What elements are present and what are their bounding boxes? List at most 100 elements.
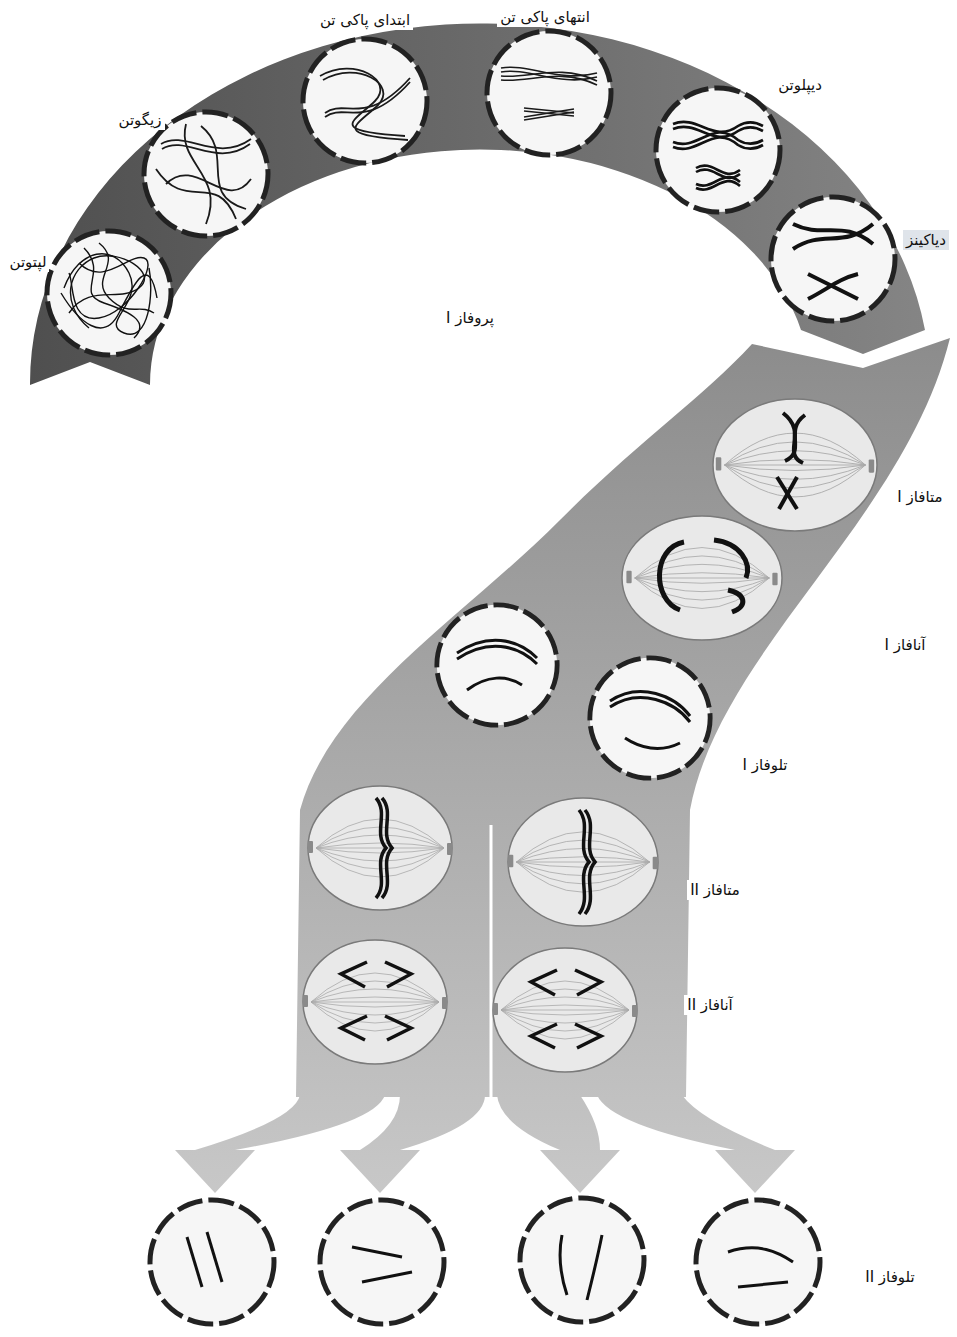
metaphase-one-cell: [779, 477, 797, 509]
stage-label: زیگوتن: [115, 110, 164, 131]
leptotene-cell: [47, 231, 171, 355]
metaphase-one-cell: [713, 399, 877, 531]
metaphase-one-cell: [777, 413, 805, 509]
stage-label: متافاز II: [687, 880, 743, 901]
stage-label: آنافاز I: [881, 635, 928, 656]
zygotene-cell: [201, 126, 246, 209]
zygotene-cell: [161, 139, 251, 148]
telophase-two-cell: [560, 1235, 602, 1300]
diakinesis-cell: [771, 197, 895, 321]
diakinesis-cell: [771, 197, 895, 321]
anaphase-two-cell: [575, 970, 601, 995]
anaphase-one-cell: [728, 590, 743, 612]
telophase-two-cell: [150, 1200, 274, 1324]
leptotene-cell: [61, 243, 157, 338]
late-pachytene-cell: [501, 76, 597, 85]
diplotene-cell: [656, 88, 780, 212]
late-pachytene-cell: [501, 67, 597, 120]
early-pachytene-cell: [303, 39, 427, 163]
telophase-one-cell: [610, 692, 690, 749]
stage-label: پروفاز I: [443, 308, 497, 329]
telophase-two-cell: [587, 1235, 602, 1300]
stage-label: ابتدای پاکی تن: [317, 10, 413, 31]
band-arrows: [597, 1095, 795, 1193]
band-arrows: [175, 1095, 385, 1193]
anaphase-two-cell: [341, 962, 411, 1040]
early-pachytene-cell: [320, 69, 410, 140]
early-pachytene-cell: [323, 73, 408, 140]
band-split: [490, 825, 493, 1100]
late-pachytene-cell: [524, 112, 574, 120]
telophase-one-cell: [457, 646, 537, 664]
metaphase-two-cell: [508, 798, 658, 926]
anaphase-two-cell: [575, 1024, 601, 1048]
early-pachytene-cell: [303, 39, 427, 163]
diakinesis-cell: [793, 224, 873, 249]
stage-label: تلوفاز II: [862, 1267, 918, 1288]
telophase-two-cell: [352, 1247, 412, 1282]
metaphase-two-cell: [585, 810, 595, 914]
telophase-two-cell: [560, 1235, 567, 1295]
telophase-two-cell: [520, 1198, 644, 1322]
leptotene-cell: [47, 231, 171, 355]
anaphase-two-cell: [303, 973, 447, 1031]
metaphase-two-cell: [308, 786, 452, 910]
telophase-one-cell: [590, 658, 710, 778]
zygotene-cell: [156, 124, 251, 224]
zygotene-cell: [185, 124, 211, 224]
telophase-two-cell: [150, 1200, 274, 1324]
anaphase-two-cell: [531, 970, 601, 1048]
anaphase-two-cell: [531, 1024, 557, 1048]
metaphase-one-cell: [785, 415, 805, 461]
telophase-one-cell: [590, 658, 710, 778]
anaphase-two-cell: [493, 981, 637, 1039]
anaphase-two-cell: [341, 962, 367, 987]
stage-label: تلوفاز I: [739, 755, 790, 776]
band-arrows: [175, 1095, 795, 1193]
leptotene-cell: [99, 243, 154, 313]
metaphase-two-cell: [308, 786, 452, 910]
stage-label: دیپلوتن: [775, 75, 825, 96]
zygotene-cell: [144, 112, 268, 236]
anaphase-two-cell: [531, 970, 557, 995]
telophase-two-cell: [738, 1282, 788, 1287]
diplotene-cell: [656, 88, 780, 212]
telophase-two-cell: [320, 1200, 444, 1324]
telophase-one-cell: [467, 678, 522, 690]
anaphase-two-cell: [385, 1016, 411, 1040]
anaphase-two-cell: [303, 940, 447, 1064]
late-pachytene-cell: [487, 31, 611, 155]
telophase-two-cell: [728, 1248, 793, 1287]
anaphase-one-cell: [659, 540, 747, 612]
telophase-one-cell: [610, 692, 690, 716]
anaphase-two-cell: [493, 948, 637, 1072]
stage-label: متافاز I: [894, 487, 945, 508]
prophase-band: [30, 23, 925, 385]
telophase-one-cell: [610, 698, 690, 722]
band-arrows: [340, 1095, 485, 1193]
metaphase-two-cell: [382, 798, 392, 898]
diplotene-cell: [696, 181, 740, 190]
telophase-two-cell: [187, 1237, 202, 1287]
early-pachytene-cell: [325, 82, 410, 117]
diplotene-cell: [673, 137, 763, 148]
anaphase-one-cell: [622, 516, 782, 640]
telophase-two-cell: [728, 1248, 793, 1262]
metaphase-two-cell: [376, 798, 386, 898]
anaphase-one-cell: [714, 540, 748, 578]
metaphase-two-cell: [508, 798, 658, 926]
telophase-one-cell: [457, 640, 537, 690]
division-band: [296, 338, 950, 1097]
stage-label: انتهای پاکی تن: [497, 7, 593, 28]
diplotene-cell: [673, 122, 763, 190]
diakinesis-cell: [793, 224, 873, 299]
metaphase-two-cell: [579, 810, 595, 914]
zygotene-cell: [162, 144, 250, 153]
anaphase-one-cell: [622, 516, 782, 640]
stage-label: آنافاز II: [684, 995, 736, 1016]
telophase-two-cell: [696, 1200, 820, 1324]
telophase-two-cell: [207, 1232, 222, 1282]
